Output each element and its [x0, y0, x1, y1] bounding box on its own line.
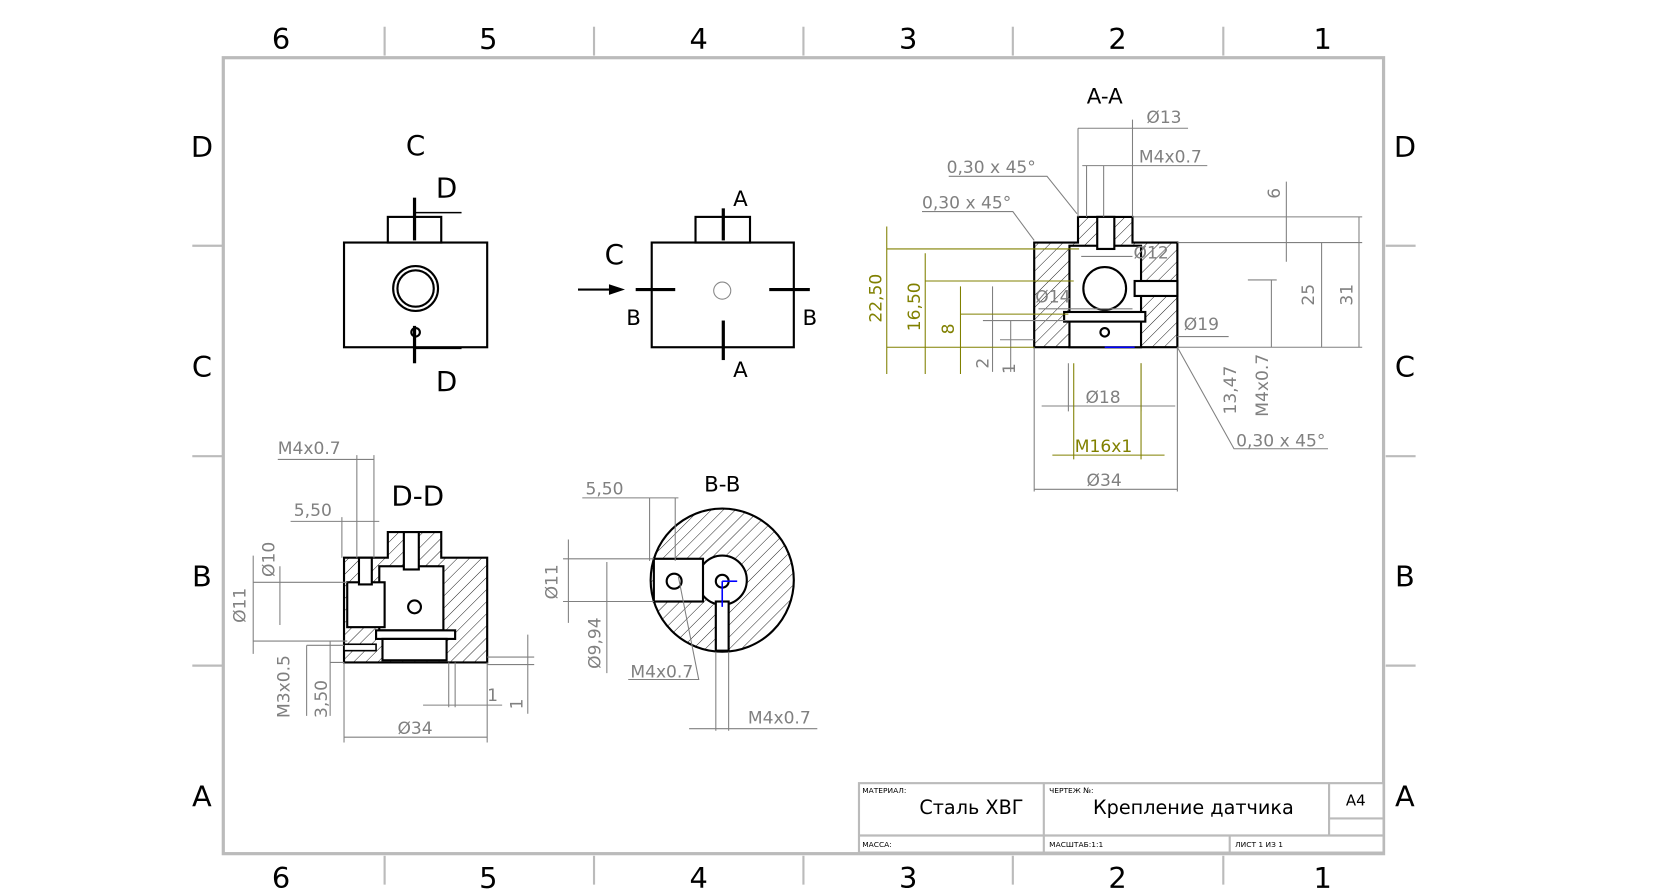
- dim-dd-3-50: 3,50: [312, 680, 332, 718]
- scale-label: МАСШТАБ:1:1: [1049, 840, 1103, 849]
- section-b-marker-right: B: [803, 306, 818, 331]
- section-a-a[interactable]: A-A Ø13 M4x0.7 0,30 x 45° 0,30 x 45° 6 Ø…: [866, 85, 1363, 492]
- dim-aa-6: 6: [1265, 188, 1285, 199]
- zone-col-4: 4: [690, 22, 708, 56]
- dim-bb-d11: Ø11: [543, 564, 563, 599]
- section-b-marker-left: B: [626, 306, 641, 331]
- zone-row-a: A: [192, 780, 212, 814]
- dim-aa-31: 31: [1338, 284, 1358, 306]
- zone-col-3: 3: [899, 22, 917, 56]
- section-dd-label: D-D: [391, 479, 444, 512]
- zone-labels-bottom: 6 5 4 3 2 1: [272, 861, 1332, 890]
- zone-col-1: 1: [1313, 22, 1331, 56]
- dim-aa-d18: Ø18: [1085, 388, 1120, 408]
- view-c-direction-label: C: [605, 238, 624, 271]
- dim-dd-d10: Ø10: [260, 542, 280, 577]
- material-value: Сталь ХВГ: [919, 796, 1023, 819]
- dim-dd-m4: M4x0.7: [278, 439, 341, 459]
- front-view[interactable]: C A A B B: [577, 187, 818, 383]
- material-label: МАТЕРИАЛ:: [862, 786, 906, 795]
- zone-labels-right: D C B A: [1394, 130, 1416, 814]
- view-c-label: C: [406, 129, 425, 162]
- zone-col-2: 2: [1108, 861, 1126, 890]
- dim-aa-d34: Ø34: [1087, 471, 1122, 491]
- mass-label: МАССА:: [862, 840, 892, 849]
- dim-bb-m4-bottom: M4x0.7: [748, 708, 811, 728]
- dim-aa-chamfer-1: 0,30 x 45°: [947, 158, 1036, 178]
- zone-labels-left: D C B A: [191, 130, 213, 814]
- zone-row-c: C: [1395, 350, 1415, 384]
- view-c[interactable]: C D D: [342, 129, 489, 398]
- title-block: МАТЕРИАЛ: Сталь ХВГ ЧЕРТЕЖ №: Крепление …: [857, 782, 1385, 854]
- zone-row-b: B: [192, 560, 212, 594]
- dim-aa-d13: Ø13: [1146, 108, 1181, 128]
- dim-bb-m4-left: M4x0.7: [630, 662, 693, 682]
- zone-row-d: D: [191, 130, 213, 164]
- dim-aa-16-50: 16,50: [905, 282, 925, 331]
- zone-col-6: 6: [272, 861, 290, 890]
- zone-labels-top: 6 5 4 3 2 1: [272, 22, 1332, 56]
- dim-aa-22-50: 22,50: [866, 274, 886, 323]
- dim-dd-1-h: 1: [487, 686, 498, 706]
- sheet-number: ЛИСТ 1 ИЗ 1: [1235, 840, 1283, 849]
- dim-dd-d34: Ø34: [397, 719, 432, 739]
- zone-col-5: 5: [479, 861, 497, 890]
- zone-col-5: 5: [479, 22, 497, 56]
- section-a-marker-top: A: [733, 187, 748, 212]
- zone-row-c: C: [192, 350, 212, 384]
- dim-bb-5-50: 5,50: [585, 480, 623, 500]
- zone-row-a: A: [1395, 780, 1415, 814]
- dim-dd-d11: Ø11: [231, 588, 251, 623]
- dim-aa-d19: Ø19: [1184, 315, 1219, 335]
- section-d-marker-bottom: D: [436, 365, 457, 398]
- dim-bb-d9-94: Ø9,94: [585, 617, 605, 668]
- dim-aa-m16: M16x1: [1075, 437, 1132, 457]
- zone-col-1: 1: [1313, 861, 1331, 890]
- zone-row-d: D: [1394, 130, 1416, 164]
- zone-col-2: 2: [1108, 22, 1126, 56]
- section-d-d[interactable]: D-D M4x0.7 5,50 Ø10 Ø11 M3x0.5 3,50 Ø34 …: [231, 439, 535, 743]
- dim-aa-m4-side: M4x0.7: [1253, 354, 1273, 417]
- dim-aa-25: 25: [1299, 284, 1319, 306]
- drawing-name: Крепление датчика: [1093, 796, 1294, 819]
- dim-aa-chamfer-2: 0,30 x 45°: [922, 193, 1011, 213]
- dim-dd-1-v: 1: [507, 699, 527, 710]
- drawing-frame: [192, 26, 1416, 885]
- zone-row-b: B: [1395, 560, 1415, 594]
- sheet-size: A4: [1346, 792, 1366, 810]
- zone-col-4: 4: [690, 861, 708, 890]
- section-a-marker-bottom: A: [733, 358, 748, 383]
- dim-dd-5-50: 5,50: [294, 501, 332, 521]
- section-bb-label: B-B: [704, 472, 740, 497]
- dim-aa-m4-top: M4x0.7: [1139, 147, 1202, 167]
- zone-col-6: 6: [272, 22, 290, 56]
- section-b-b[interactable]: B-B 5,50 Ø11 Ø9,94 M4x0.7 M4x0.7: [543, 472, 818, 731]
- dim-aa-d14: Ø14: [1035, 287, 1070, 307]
- dim-aa-chamfer-3: 0,30 x 45°: [1236, 432, 1325, 452]
- dim-dd-m3: M3x0.5: [275, 655, 295, 718]
- dim-aa-13-47: 13,47: [1221, 366, 1241, 415]
- dim-aa-1: 1: [1000, 363, 1020, 374]
- zone-col-3: 3: [899, 861, 917, 890]
- section-d-marker-top: D: [436, 172, 457, 205]
- dim-aa-8: 8: [939, 324, 959, 335]
- dim-aa-d12: Ø12: [1134, 244, 1169, 264]
- drawing-no-label: ЧЕРТЕЖ №:: [1049, 786, 1093, 795]
- dim-aa-2: 2: [973, 358, 993, 369]
- section-aa-label: A-A: [1087, 85, 1123, 110]
